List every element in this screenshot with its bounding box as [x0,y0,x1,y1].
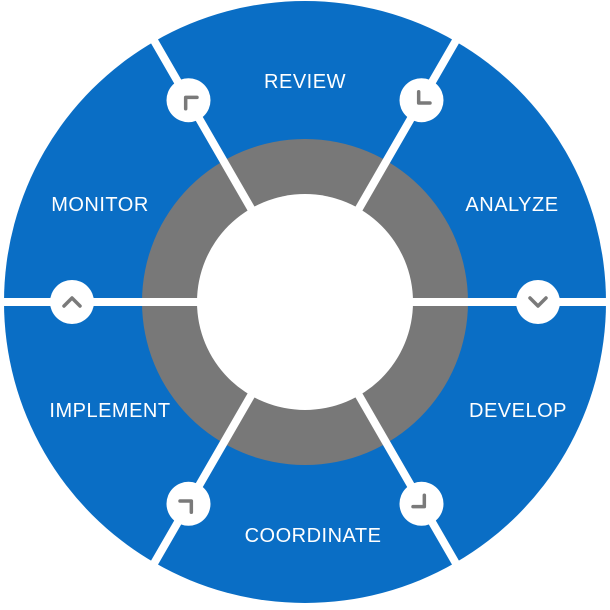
connector-implement-to-monitor [50,280,94,324]
chevron-down-left-icon [411,493,427,509]
chevron-down-icon [528,296,548,308]
stage-label-analyze: ANALYZE [465,194,558,216]
connector-circle [166,78,211,123]
center-circle-group [197,194,413,410]
stage-label-monitor: MONITOR [51,194,149,216]
stage-connectors [50,78,560,526]
connector-circle [399,78,444,123]
stage-label-review: REVIEW [264,71,346,93]
chevron-down-right-icon [416,89,432,105]
stage-label-implement: IMPLEMENT [49,400,170,422]
chevron-up-left-icon [178,499,194,515]
connector-circle [50,280,94,324]
connector-analyze-to-develop [516,280,560,324]
stage-labels: REVIEW ANALYZE DEVELOP COORDINATE IMPLEM… [49,71,567,547]
connector-develop-to-coordinate [399,481,444,526]
connector-circle [399,481,444,526]
stage-label-coordinate: COORDINATE [245,525,382,547]
center-circle [197,194,413,410]
stage-label-develop: DEVELOP [469,400,567,422]
connector-circle [166,481,211,526]
divider-line-5 [149,391,256,569]
divider-line-4 [354,391,461,569]
connector-monitor-to-review [166,78,211,123]
divider-line-1 [149,35,256,213]
segment-dividers [0,35,610,569]
chevron-up-icon [62,296,82,308]
connector-coordinate-to-implement [166,481,211,526]
chevron-up-right-icon [183,95,199,111]
connector-review-to-analyze [399,78,444,123]
divider-line-2 [354,35,461,213]
connector-circle [516,280,560,324]
